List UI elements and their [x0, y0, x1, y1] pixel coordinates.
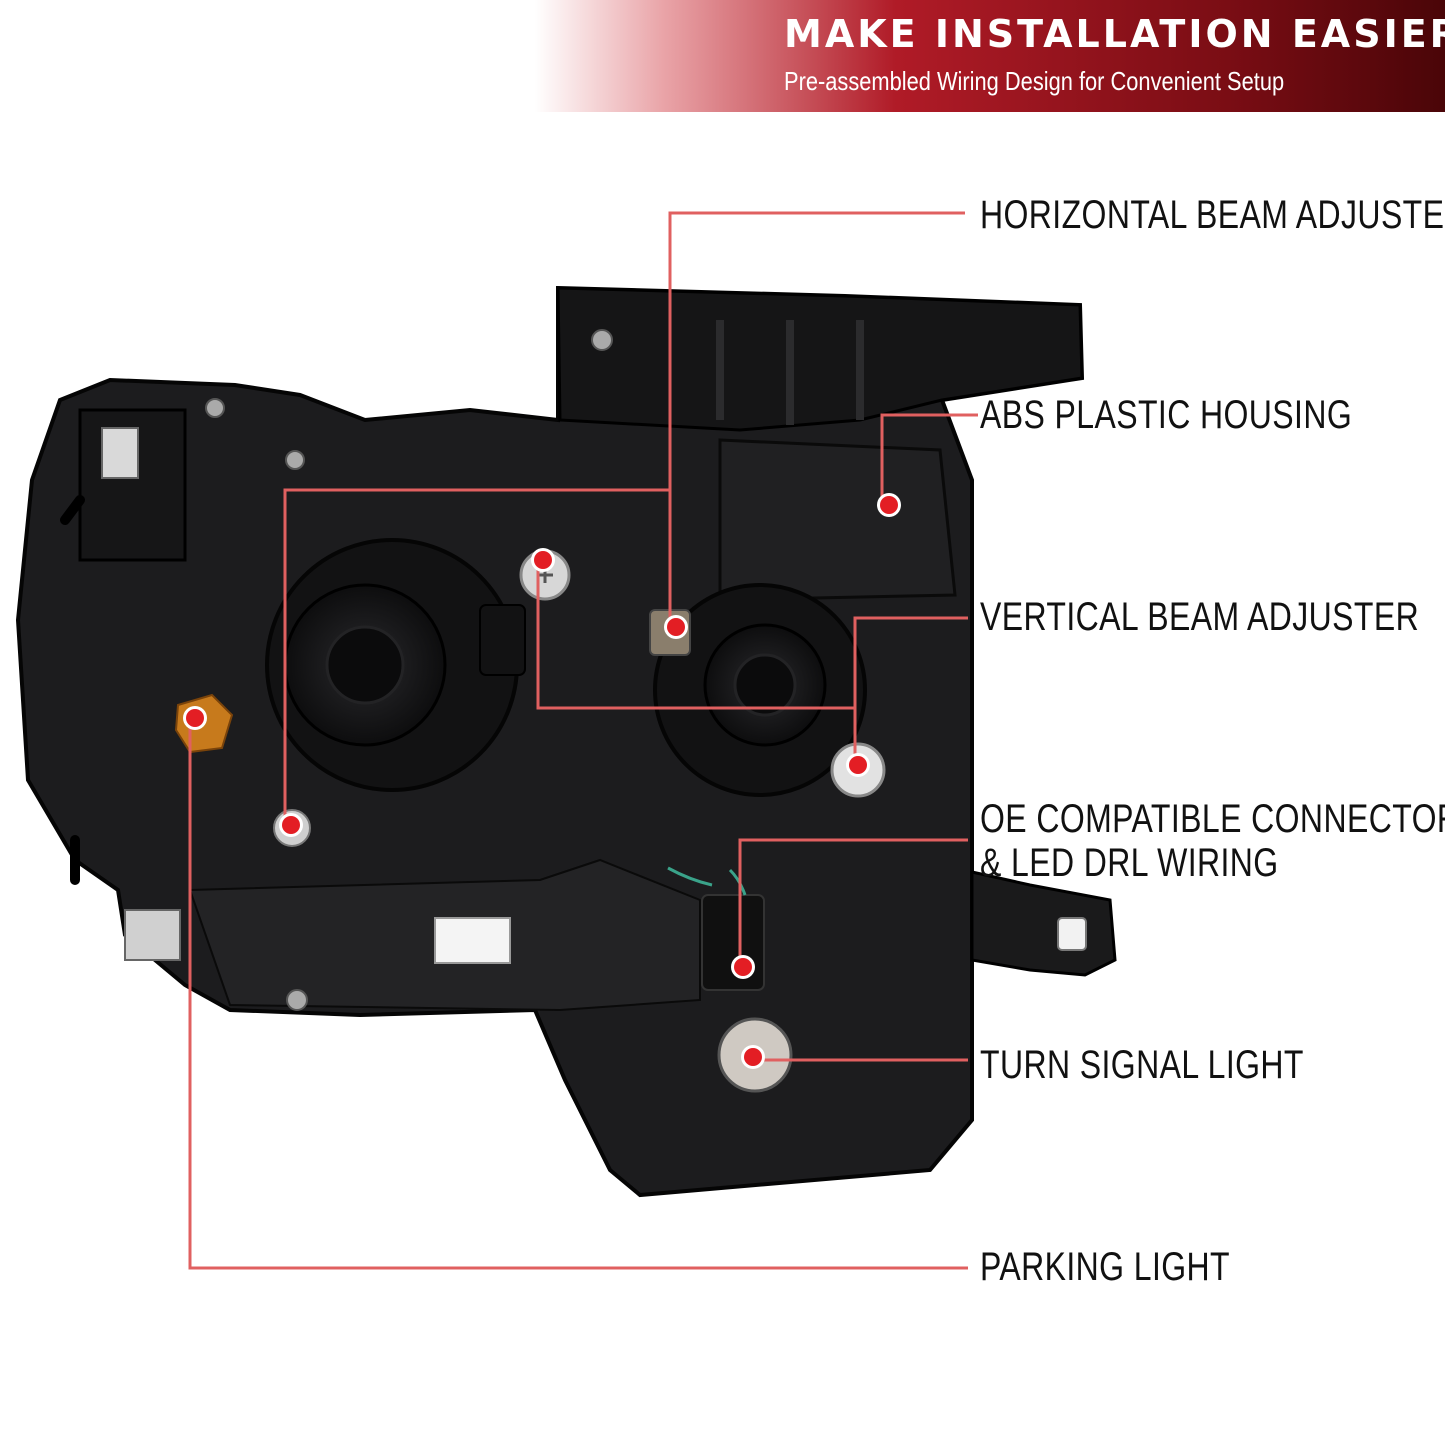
leader-vertical-beam [853, 616, 968, 765]
product-label-sticker [434, 917, 511, 964]
leader-oe-connectors [738, 838, 968, 967]
label-oe-compatible-connectors: OE COMPATIBLE CONNECTORS [980, 797, 1445, 841]
leader-vertical-beam-branch [536, 560, 855, 710]
banner-title: MAKE INSTALLATION EASIER [784, 12, 1445, 56]
label-horizontal-beam-adjuster: HORIZONTAL BEAM ADJUSTER [980, 193, 1445, 237]
label-vertical-beam-adjuster: VERTICAL BEAM ADJUSTER [980, 595, 1420, 639]
banner-subtitle: Pre-assembled Wiring Design for Convenie… [784, 66, 1285, 96]
label-parking-light: PARKING LIGHT [980, 1245, 1230, 1289]
high-beam-dust-cap [653, 583, 867, 797]
leader-abs-housing [880, 413, 978, 505]
header-banner: MAKE INSTALLATION EASIER Pre-assembled W… [0, 0, 1445, 112]
housing-clip [124, 909, 181, 961]
marker-dots [183, 493, 901, 1069]
drl-connector [701, 894, 765, 991]
label-turn-signal-light: TURN SIGNAL LIGHT [980, 1043, 1304, 1087]
leader-lines [188, 211, 978, 1270]
low-beam-dust-cap [265, 538, 526, 792]
leader-parking-light [188, 720, 968, 1270]
label-led-drl-wiring: & LED DRL WIRING [980, 841, 1279, 885]
label-abs-plastic-housing: ABS PLASTIC HOUSING [980, 393, 1353, 437]
